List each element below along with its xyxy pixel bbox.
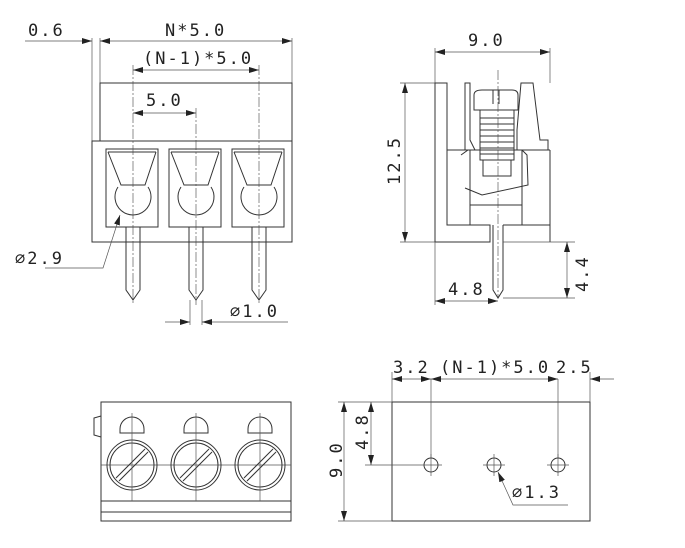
screw-head	[234, 413, 286, 501]
wire-pocket	[168, 148, 222, 301]
dim-total-width: N*5.0	[165, 21, 226, 41]
pcb-hole	[547, 454, 569, 476]
screw	[473, 89, 519, 177]
clamp-spring	[460, 149, 529, 196]
housing-body	[91, 140, 293, 243]
side-view: 9.0 12.5 4.4 4.8	[385, 31, 593, 305]
dim-left-margin: 3.2	[393, 358, 430, 378]
dim-pin-diameter: ∅1.0	[230, 302, 279, 322]
dim-footprint-depth: 9.0	[327, 441, 347, 478]
dim-height: 12.5	[385, 136, 405, 185]
dim-wire-hole: ∅2.9	[15, 249, 64, 269]
front-view: 0.6 N*5.0 (N-1)*5.0 5.0 ∅2.9	[15, 21, 293, 325]
dim-span: (N-1)*5.0	[143, 49, 253, 69]
footprint-outline	[391, 401, 591, 522]
pcb-hole	[483, 454, 505, 476]
housing-outline	[100, 401, 292, 522]
dim-hole-span: (N-1)*5.0	[440, 358, 550, 378]
top-view	[93, 401, 292, 522]
dim-hole-offset: 4.8	[353, 413, 373, 450]
screw-head	[170, 413, 222, 501]
pcb-hole	[420, 454, 442, 476]
housing-section	[434, 82, 491, 243]
dim-pin-length: 4.4	[573, 255, 593, 292]
dim-overhang: 0.6	[28, 21, 65, 41]
dim-right-margin: 2.5	[556, 358, 593, 378]
dim-depth: 9.0	[468, 31, 505, 51]
dim-pin-offset: 4.8	[448, 280, 485, 300]
wire-pocket	[231, 148, 285, 301]
dim-hole-diameter: ∅1.3	[512, 483, 561, 503]
wire-pocket	[105, 148, 159, 301]
screw-head	[106, 413, 158, 501]
pcb-footprint-view: 3.2 (N-1)*5.0 2.5 9.0 4.8 ∅1.3	[327, 358, 614, 522]
dim-pitch: 5.0	[146, 91, 183, 111]
